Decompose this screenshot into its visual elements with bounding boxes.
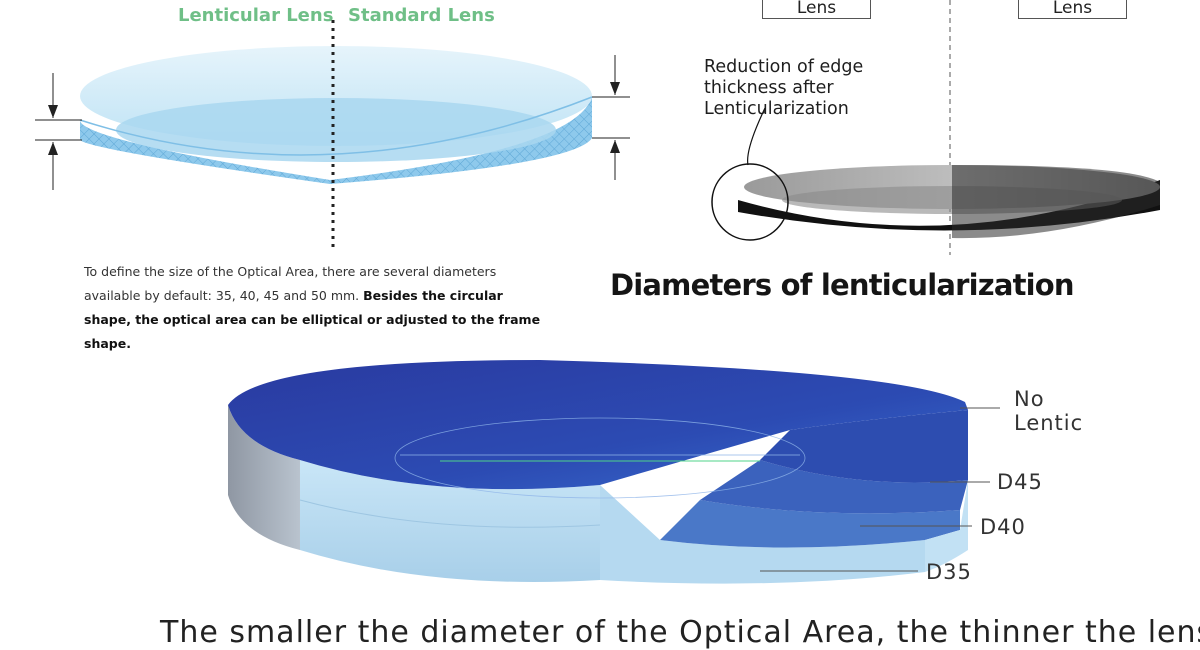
lens-front-wall [300, 460, 600, 582]
lens-side [80, 97, 592, 184]
lens-comparison-diagram [35, 20, 630, 248]
lens-left-wall [228, 405, 300, 550]
label-d40: D40 [980, 515, 1026, 539]
lenticular-lens-label: Lenticular Lens [178, 5, 334, 26]
standard-lens-label: Standard Lens [348, 5, 495, 26]
edge-thickness-diagram [711, 0, 1160, 255]
description-bold-text: Besides the circular shape, the optical … [84, 288, 541, 351]
reduction-annotation: Reduction of edge thickness after Lentic… [704, 57, 864, 119]
bottom-caption: The smaller the diameter of the Optical … [160, 615, 1200, 650]
cut-step-d40 [660, 500, 960, 548]
cut-step-d35 [600, 485, 925, 584]
label-d35: D35 [926, 560, 972, 584]
stepped-lens-diagram [228, 360, 1000, 584]
label-d45: D45 [997, 470, 1043, 494]
label-no-lentic-line1: No [1014, 387, 1045, 411]
optical-area-description: To define the size of the Optical Area, … [84, 260, 554, 356]
description-normal-text: To define the size of the Optical Area, … [84, 264, 497, 303]
cut-step-d45 [700, 460, 968, 514]
left-lens-box: Lens [762, 0, 871, 19]
label-no-lentic-line2: Lentic [1014, 411, 1084, 435]
cut-step-no-lentic [760, 410, 968, 483]
lens-optical-area [116, 98, 556, 162]
lens-top-surface-blue [228, 360, 968, 490]
diameters-heading: Diameters of lenticularization [610, 268, 1075, 302]
edge-callout-circle [711, 163, 789, 241]
right-lens-box: Lens [1018, 0, 1127, 19]
